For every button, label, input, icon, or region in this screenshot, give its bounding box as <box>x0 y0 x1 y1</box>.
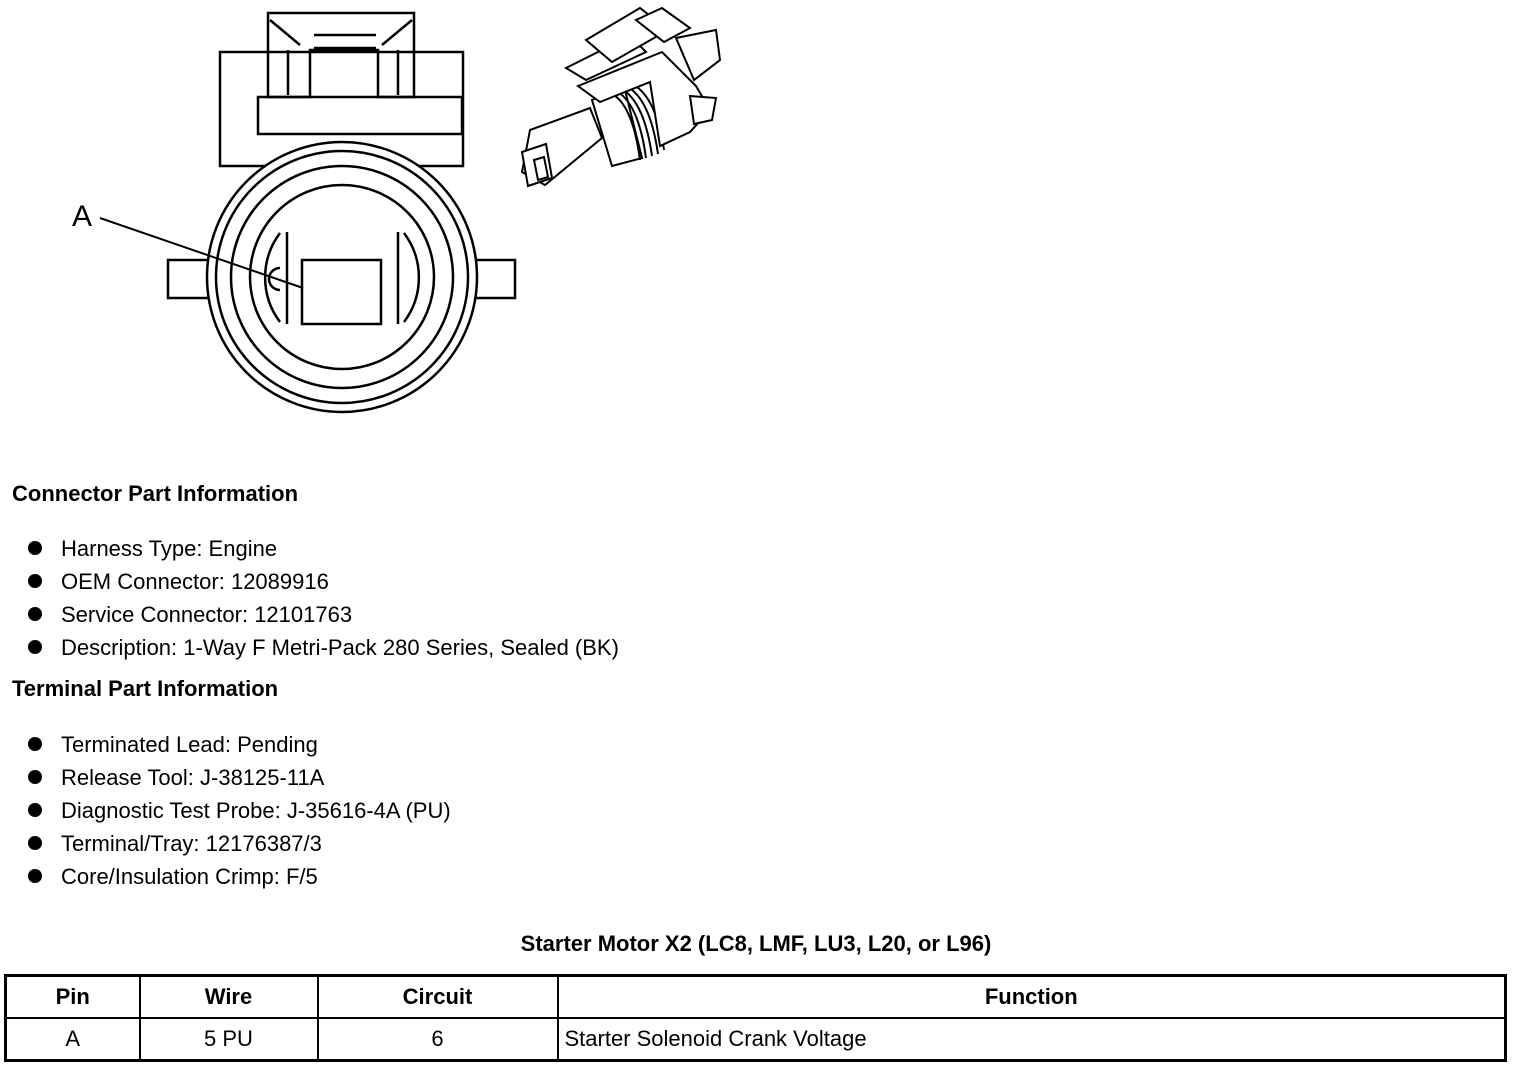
cell-circuit: 6 <box>316 1017 559 1062</box>
right-ear <box>471 258 517 300</box>
cell-wire: 5 PU <box>138 1017 319 1062</box>
column-header-function: Function <box>556 974 1507 1019</box>
ring-3 <box>229 164 455 390</box>
terminal-cavity-a <box>300 258 383 326</box>
terminal-part-info-list: Terminated Lead: Pending Release Tool: J… <box>28 728 451 893</box>
latch-tab <box>266 11 416 99</box>
inner-ring <box>248 183 436 371</box>
list-item: Harness Type: Engine <box>28 532 619 565</box>
connector-part-info-list: Harness Type: Engine OEM Connector: 1208… <box>28 532 619 664</box>
pin-table: Pin Wire Circuit Function A 5 PU 6 Start… <box>4 974 1507 1062</box>
list-item: OEM Connector: 12089916 <box>28 565 619 598</box>
connector-3d-view <box>520 6 722 188</box>
connector-part-info-heading: Connector Part Information <box>12 481 299 506</box>
bullet-icon <box>28 607 42 622</box>
table-header-row: Pin Wire Circuit Function <box>4 974 1507 1019</box>
list-item: Core/Insulation Crimp: F/5 <box>28 860 451 893</box>
pin-table-title: Starter Motor X2 (LC8, LMF, LU3, L20, or… <box>520 931 992 956</box>
callout-leader <box>99 217 304 289</box>
bullet-icon <box>28 836 42 851</box>
bullet-icon <box>28 869 42 884</box>
bullet-icon <box>28 737 42 752</box>
column-header-pin: Pin <box>4 974 141 1019</box>
list-item: Service Connector: 12101763 <box>28 598 619 631</box>
callout-label-a: A <box>72 200 92 233</box>
bullet-icon <box>28 541 42 556</box>
list-item: Diagnostic Test Probe: J-35616-4A (PU) <box>28 794 451 827</box>
list-item: Terminated Lead: Pending <box>28 728 451 761</box>
ring-2 <box>214 149 470 405</box>
bullet-icon <box>28 770 42 785</box>
connector-diagram: A <box>72 6 722 414</box>
column-header-circuit: Circuit <box>316 974 559 1019</box>
table-row: A 5 PU 6 Starter Solenoid Crank Voltage <box>4 1017 1507 1062</box>
left-ear <box>166 258 212 300</box>
column-header-wire: Wire <box>138 974 319 1019</box>
list-item: Description: 1-Way F Metri-Pack 280 Seri… <box>28 631 619 664</box>
list-item: Terminal/Tray: 12176387/3 <box>28 827 451 860</box>
list-item: Release Tool: J-38125-11A <box>28 761 451 794</box>
bullet-icon <box>28 803 42 818</box>
terminal-part-info-heading: Terminal Part Information <box>12 676 279 701</box>
cell-pin: A <box>4 1017 141 1062</box>
bullet-icon <box>28 574 42 589</box>
bullet-icon <box>28 640 42 655</box>
cell-function: Starter Solenoid Crank Voltage <box>556 1017 1507 1062</box>
